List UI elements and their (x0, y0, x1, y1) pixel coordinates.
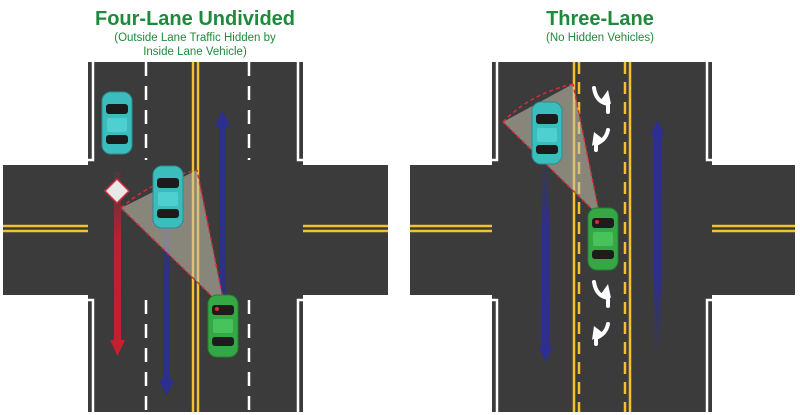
sight-cone (121, 170, 225, 309)
lane-dashes (144, 62, 251, 412)
left-panel-title: Four-Lane Undivided (95, 8, 295, 30)
turn-arrow-heads (592, 90, 611, 340)
road-edge-lines (3, 62, 388, 412)
travel-arrow-northbound (215, 110, 230, 354)
travel-arrow-southbound (159, 212, 174, 396)
right-panel-subtitle: (No Hidden Vehicles) (545, 32, 655, 44)
sight-line-left (120, 207, 226, 310)
green-turning-car (207, 294, 239, 358)
three-lane-intersection-diagram (410, 62, 795, 412)
left-panel-subtitle: (Outside Lane Traffic Hidden by Inside L… (60, 31, 330, 59)
hidden-vehicle-path-arrow (110, 172, 125, 356)
sight-line-right (196, 169, 226, 310)
sight-arc (502, 83, 574, 123)
turn-arrow-icon (592, 86, 610, 346)
four-lane-intersection-diagram (3, 62, 388, 412)
sight-line-right (572, 83, 601, 218)
teal-car-outside-lane (101, 91, 133, 155)
conflict-point-marker (103, 177, 131, 205)
turn-lane-dashed-yellow (577, 62, 627, 412)
green-turning-car (587, 207, 619, 271)
road-edge-lines (410, 62, 795, 412)
right-panel-title: Three-Lane (546, 8, 654, 30)
travel-arrow-southbound (538, 162, 553, 362)
teal-car-inside-lane (152, 165, 184, 229)
cross-street-yellow-lines (410, 224, 795, 233)
travel-arrow-northbound (650, 120, 665, 351)
teal-car-oncoming (531, 101, 563, 165)
left-subtitle-line-1: (Outside Lane Traffic Hidden by (114, 32, 276, 44)
sight-line-left (502, 121, 601, 218)
left-subtitle-line-2: Inside Lane Vehicle) (143, 46, 247, 58)
